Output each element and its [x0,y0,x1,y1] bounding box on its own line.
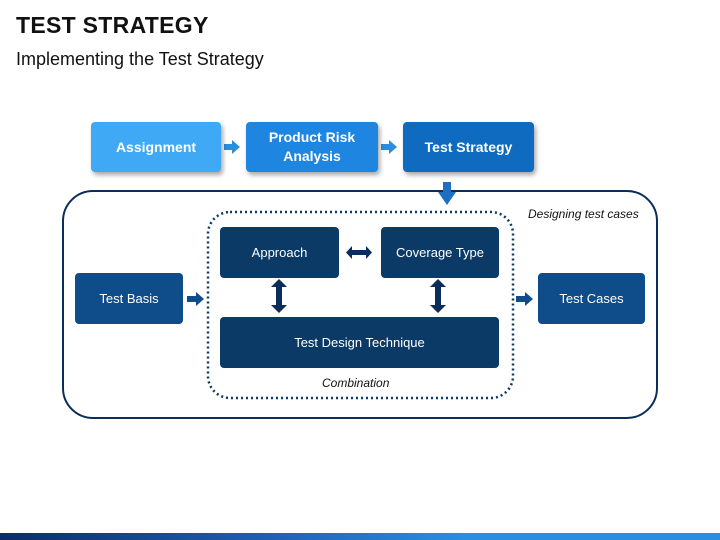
arrow-strategy-down-icon [438,182,456,205]
test-basis-label: Test Basis [99,291,159,306]
combination-container [206,210,515,400]
page-title: TEST STRATEGY [16,12,209,38]
approach-box: Approach [220,227,339,278]
approach-label: Approach [251,245,308,260]
coverage-type-box: Coverage Type [381,227,499,278]
test-cases-label: Test Cases [559,291,624,306]
arrow-risk-to-strategy-icon [381,140,397,154]
designing-container [62,190,658,419]
arrow-combination-to-cases-icon [516,292,533,306]
arrow-assignment-to-risk-icon [224,140,240,154]
test-design-technique-label: Test Design Technique [294,335,425,350]
product-risk-label-line1: Product Risk [268,129,356,145]
arrow-coverage-technique-double-icon [430,279,446,313]
product-risk-label-line2: Analysis [283,148,341,164]
product-risk-analysis-box: Product Risk Analysis [246,122,378,172]
test-cases-box: Test Cases [538,273,645,324]
bottom-accent-bar [0,533,720,540]
arrow-approach-coverage-double-icon [346,246,372,259]
test-basis-box: Test Basis [75,273,183,324]
test-strategy-label: Test Strategy [424,138,513,155]
combination-label: Combination [322,376,390,390]
arrow-approach-technique-double-icon [271,279,287,313]
designing-test-cases-label: Designing test cases [528,207,639,221]
test-design-technique-box: Test Design Technique [220,317,499,368]
coverage-type-label: Coverage Type [396,245,484,260]
page-subtitle: Implementing the Test Strategy [16,49,264,69]
assignment-label: Assignment [115,138,197,155]
assignment-box: Assignment [91,122,221,172]
test-strategy-box: Test Strategy [403,122,534,172]
arrow-basis-to-combination-icon [187,292,204,306]
